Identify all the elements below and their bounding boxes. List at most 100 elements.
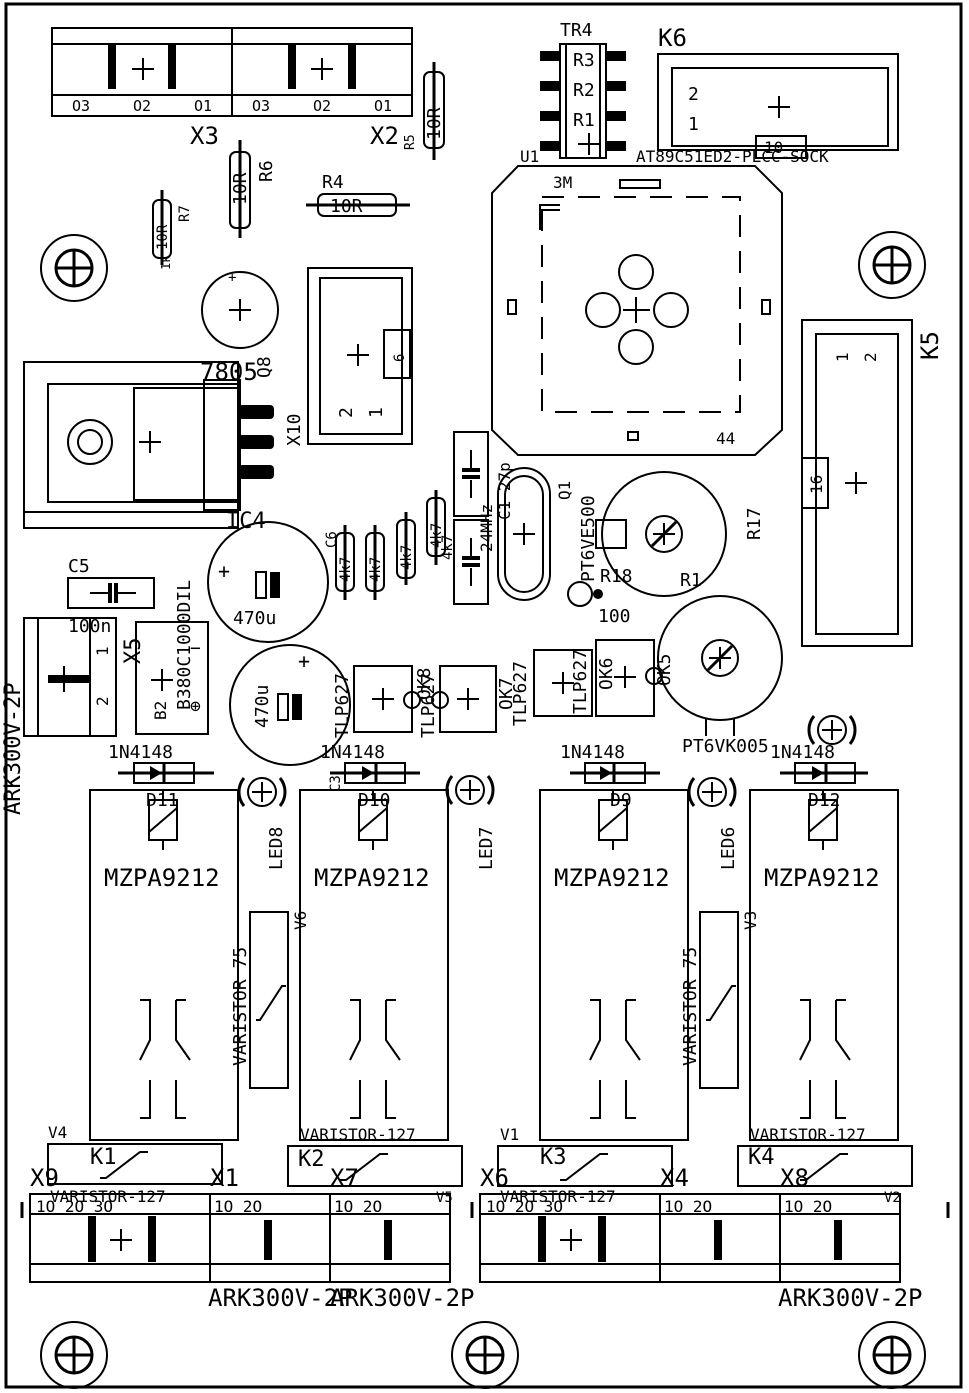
u1-44: 44 [716, 429, 735, 448]
terminal-block-x3: O3 O2 O1 X3 [51, 27, 233, 150]
x6-label: X6 [480, 1164, 509, 1192]
regulator-7805: 7805 IC4 [23, 358, 274, 534]
resistor-r7: 10R R7 1k [152, 190, 193, 270]
k4-label: K4 [748, 1145, 775, 1170]
k5-label: K5 [916, 331, 944, 360]
pt6vk-label: PT6VK005 [682, 736, 769, 757]
x1-pins: 1O 2O [214, 1197, 262, 1216]
x4-label: X4 [660, 1164, 689, 1192]
trimmer-r1: PT6VK005 [657, 595, 783, 757]
capacitor-470u-bottom: + 470u [229, 644, 351, 766]
tr4-r3: R3 [573, 50, 595, 71]
r1-label: R1 [680, 570, 702, 591]
x2-pin-2: O2 [313, 97, 331, 115]
x3-pin-1: O1 [194, 97, 212, 115]
ark-label-bottom-1: ARK300V-2P [208, 1284, 353, 1312]
resistor-4k7-c: 4k7 [396, 512, 416, 585]
tlp-d-label: TLP627 [570, 649, 591, 714]
r7-label: R7 [177, 205, 193, 222]
connector-x10: X10 6 2 1 [284, 267, 413, 446]
r17-label: R17 [744, 507, 765, 540]
b2-plus: ⊕ [190, 696, 201, 717]
k6-label: K6 [658, 24, 687, 52]
k1-label: K1 [90, 1145, 117, 1170]
v1-label: V1 [500, 1125, 519, 1144]
k5-pin-16: 16 [807, 475, 826, 494]
r18-value: 100 [598, 606, 631, 627]
transistor-q8: + Q8 [201, 270, 279, 378]
ok8-label: OK8 [414, 667, 435, 700]
x5-pin-2: 2 [93, 696, 112, 706]
relay-3: MZPA9212 [539, 789, 689, 1141]
resistor-r18: R18 100 [567, 566, 633, 627]
resistor-4k7-d: 4k7 4k7 [426, 490, 456, 565]
ok6-label: OK6 [596, 657, 617, 690]
crystal-caps: C1 27p [495, 462, 514, 520]
c3-label: C3 [328, 775, 344, 792]
k5-pin-2: 2 [861, 352, 880, 362]
capacitor-470u-top: + 470u [207, 521, 329, 643]
b2-minus: − [190, 638, 201, 659]
varistor-v6-part: VARISTOR 75 [230, 947, 251, 1066]
capacitor-27p-lower [453, 519, 489, 605]
connector-k5: K5 1 2 16 [801, 319, 944, 647]
pt6ve-label: PT6VE500 [578, 495, 599, 582]
led8-label: LED8 [266, 827, 287, 870]
relay-1-part: MZPA9212 [104, 864, 220, 892]
r-4k7-e-value: 4k7 [440, 535, 456, 560]
capacitor-c5: C5 100n [67, 556, 155, 637]
optocoupler-ok7: OK7 TLP627 [431, 661, 531, 733]
x4-pins: 1O 2O [664, 1197, 712, 1216]
u1-3m: 3M [553, 173, 572, 192]
relay-2: MZPA9212 [299, 789, 449, 1141]
resistor-r4: 10R R4 [306, 172, 410, 217]
relay-4-part: MZPA9212 [764, 864, 880, 892]
x2-pin-3: O3 [252, 97, 270, 115]
resistor-r6: 10R R6 [229, 140, 277, 238]
resistor-4k7-a: 4k7 C6 [324, 525, 355, 600]
terminal-block-x6: 1O 2O 3O X6 [470, 1164, 661, 1283]
resistor-4k7-b: 4k7 [365, 525, 385, 600]
c5-label: C5 [68, 556, 90, 577]
x10-pin-1: 1 [366, 407, 387, 418]
r18-label: R18 [600, 566, 633, 587]
tr4-label: TR4 [560, 20, 593, 41]
r6-label: R6 [256, 160, 277, 182]
r4-label: R4 [322, 172, 344, 193]
u1-label: U1 [520, 147, 539, 166]
mounting-hole-bottom-right [858, 1321, 926, 1389]
x7-pins: 1O 2O [334, 1197, 382, 1216]
varistor-k1: V4 K1 VARISTOR-127 [47, 1123, 223, 1206]
ark-label-bottom-2: ARK300V-2P [330, 1284, 475, 1312]
r6-value: 10R [230, 172, 251, 205]
cap1-plus: + [218, 559, 230, 583]
v2-label: V2 [884, 1190, 901, 1206]
x3-pin-3: O3 [72, 97, 90, 115]
relay-2-part: MZPA9212 [314, 864, 430, 892]
k5-pin-1: 1 [833, 352, 852, 362]
cap2-plus: + [298, 649, 310, 673]
x9-label: X9 [30, 1164, 59, 1192]
tr4-r1: R1 [573, 110, 595, 131]
relay-4: MZPA9212 [749, 789, 899, 1141]
led7-label: LED7 [476, 827, 497, 870]
x5-label: X5 [121, 638, 146, 665]
b2-label: B2 [151, 701, 170, 720]
q8-plus: + [228, 270, 236, 286]
varistor-k2-part: VARISTOR-127 [300, 1125, 416, 1144]
x10-pin-6: 6 [392, 354, 408, 362]
x2-label: X2 [370, 122, 399, 150]
led-led7: LED7 [445, 775, 497, 870]
x5-pin-1: 1 [93, 646, 112, 656]
k6-pin-10: 10 [764, 138, 783, 157]
q1-label: Q1 [555, 481, 574, 500]
r4-value: 10R [330, 196, 363, 217]
r7-value: 10R [155, 224, 171, 250]
k6-pin-1: 1 [688, 114, 699, 135]
led6-label: LED6 [718, 827, 739, 870]
varistor-k4-part: VARISTOR-127 [750, 1125, 866, 1144]
varistor-v6: VARISTOR 75 V6 [230, 911, 310, 1089]
cap2-value: 470u [252, 685, 273, 728]
d12-part: 1N4148 [770, 742, 835, 763]
optocoupler-ok8: TLP627 TLP627 OK8 [332, 665, 439, 738]
